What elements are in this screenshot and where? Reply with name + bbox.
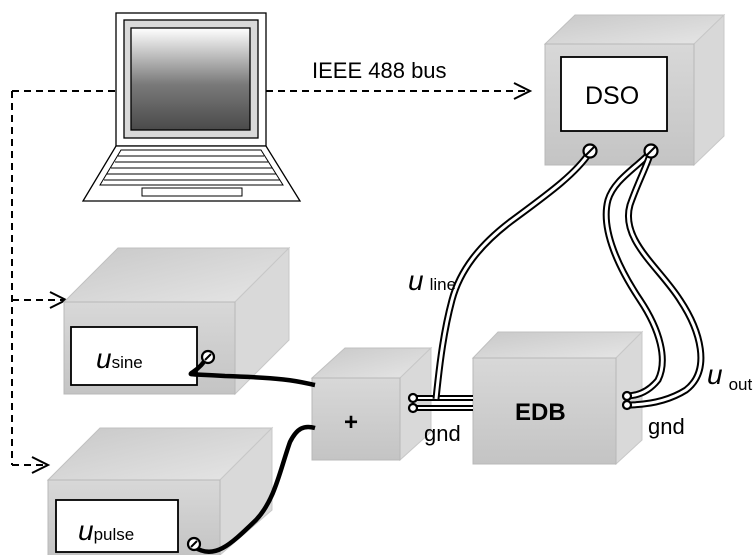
cable-u-out-to-dso [602,149,705,409]
laptop-icon [81,12,302,202]
cable-pulse-to-adder [192,424,316,554]
dso-screen [560,56,668,132]
gnd-left-label: gnd [424,421,461,446]
gnd-right-label: gnd [648,414,685,439]
pulse-panel [55,499,179,553]
edb-label: EDB [515,399,566,426]
u-pulse-label: upulse [78,515,134,546]
sine-generator [62,246,291,396]
dso-box [543,13,726,167]
adder-box [310,346,433,462]
u-sine-label: usine [96,343,143,374]
ieee-bus-lines [11,90,528,466]
cable-u-line-to-dso [432,150,593,400]
connectors [186,143,659,552]
edb-box [471,330,644,466]
cable-sine-to-adder [188,355,316,388]
dso-label: DSO [585,82,639,110]
pulse-generator [46,426,274,555]
bus-label: IEEE 488 bus [312,58,447,83]
sine-panel [70,326,198,386]
cable-adder-to-edb [412,395,473,411]
adder-label: + [344,409,358,436]
